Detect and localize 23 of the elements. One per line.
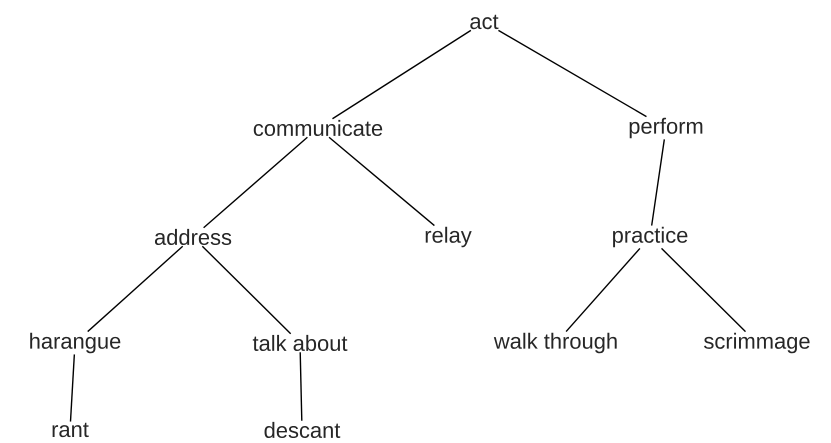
tree-line (203, 136, 308, 228)
node-label: perform (630, 118, 702, 138)
tree-line (332, 30, 472, 120)
node-label: scrimmage (704, 332, 810, 354)
node-label: address (154, 228, 232, 246)
tree-line (300, 352, 302, 421)
node-label: walk through (494, 332, 617, 354)
node-label: talk about (252, 334, 348, 352)
tree-line (328, 136, 435, 226)
tree-line (650, 139, 666, 226)
node-label: act (470, 14, 498, 30)
node-label: descant (264, 422, 340, 438)
node-label: harangue (30, 332, 120, 354)
tree-line (70, 354, 76, 422)
tree-line (202, 246, 292, 334)
node-label: communicate (254, 120, 382, 136)
node-label: practice (613, 226, 688, 248)
tree-line (87, 246, 184, 332)
tree-line (498, 30, 647, 118)
node-label: relay (426, 226, 472, 248)
tree-line (661, 248, 746, 332)
node-label: rant (52, 422, 89, 438)
tree-line (566, 248, 640, 332)
